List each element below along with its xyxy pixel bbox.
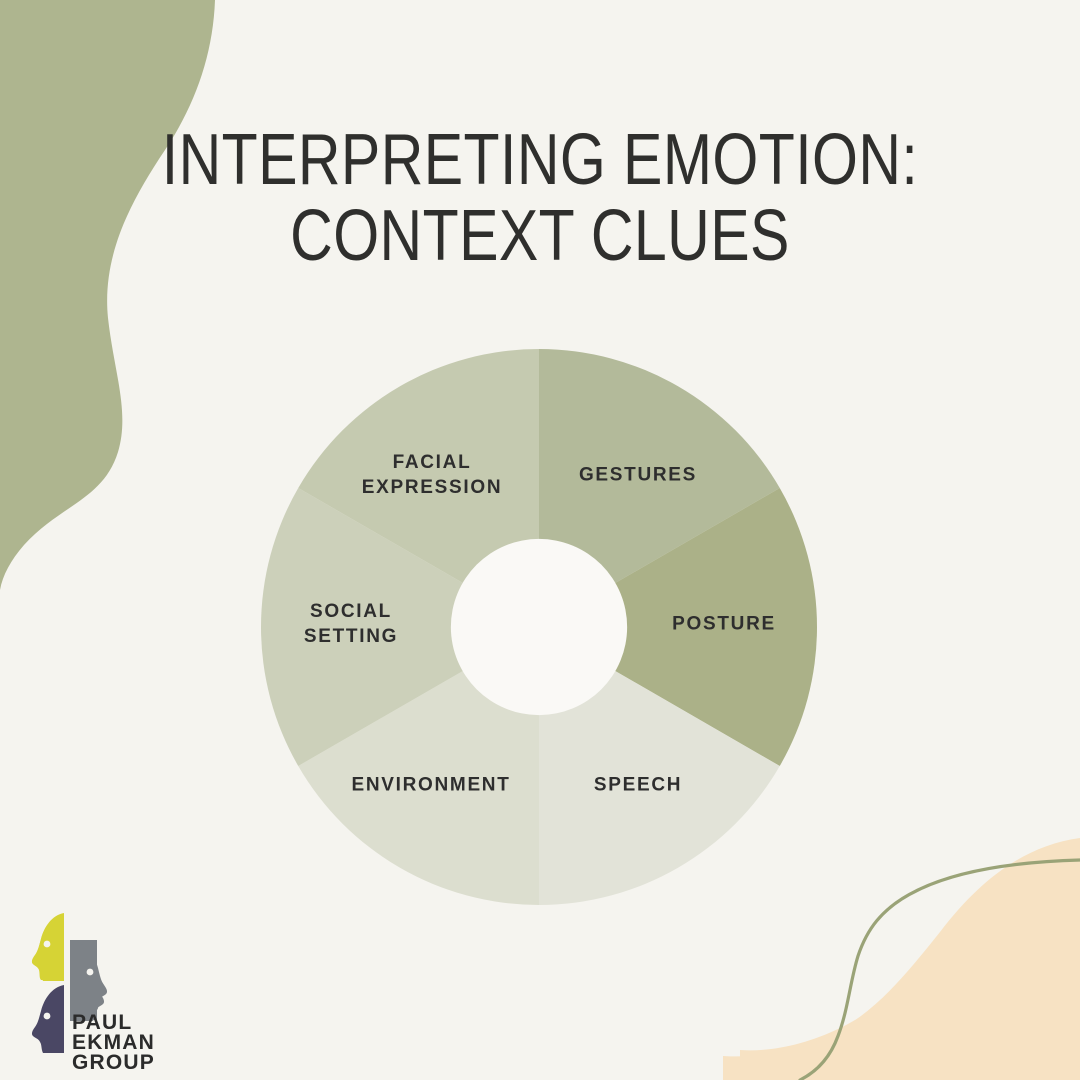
paul-ekman-group-logo[interactable]: PAUL EKMAN GROUP — [22, 905, 182, 1070]
segment-label-posture: POSTURE — [672, 612, 776, 637]
segment-label-facial-expression: FACIAL EXPRESSION — [362, 450, 503, 500]
segment-label-text-line2: SETTING — [303, 626, 399, 647]
segment-label-text: SOCIAL — [310, 601, 392, 622]
logo-text-line-2: EKMAN — [72, 1031, 155, 1054]
logo-eye-gray-icon — [86, 968, 94, 976]
page-title: INTERPRETING EMOTION: CONTEXT CLUES — [0, 122, 1080, 274]
donut-segment-gestures — [539, 349, 780, 627]
segment-label-text-line2: EXPRESSION — [361, 477, 503, 498]
segment-label-social-setting: SOCIAL SETTING — [304, 599, 398, 649]
segment-label-text: GESTURES — [578, 464, 698, 486]
segment-label-environment: ENVIRONMENT — [351, 773, 510, 798]
donut-segment-facial-expression — [298, 349, 539, 627]
donut-segment-posture — [539, 488, 817, 766]
segment-label-text: POSTURE — [672, 613, 776, 635]
sage-blob-top-left — [0, 0, 215, 612]
context-clues-donut-chart: GESTURES POSTURE SPEECH ENVIRONMENT SOCI… — [261, 349, 817, 905]
donut-center-hole — [450, 538, 628, 716]
logo-text-line-1: PAUL — [72, 1011, 132, 1034]
segment-label-text: SPEECH — [593, 774, 683, 796]
logo-face-purple-icon — [31, 985, 64, 1053]
title-line-2: CONTEXT CLUES — [290, 196, 790, 276]
donut-segment-social-setting — [261, 488, 539, 766]
segment-label-text: FACIAL — [392, 452, 472, 473]
logo-face-gray-icon — [70, 940, 108, 1021]
logo-face-yellow-icon — [31, 913, 65, 981]
donut-segment-speech — [539, 627, 780, 905]
segment-label-gestures: GESTURES — [579, 463, 697, 488]
logo-eye-yellow-icon — [43, 940, 51, 948]
sage-curve-line — [798, 858, 1080, 1080]
logo-eye-purple-icon — [43, 1012, 51, 1020]
donut-segment-environment — [298, 627, 539, 905]
segment-label-speech: SPEECH — [594, 773, 682, 798]
title-line-1: INTERPRETING EMOTION: — [161, 120, 919, 200]
segment-label-text: ENVIRONMENT — [351, 774, 511, 796]
logo-text-line-3: GROUP — [72, 1051, 155, 1070]
